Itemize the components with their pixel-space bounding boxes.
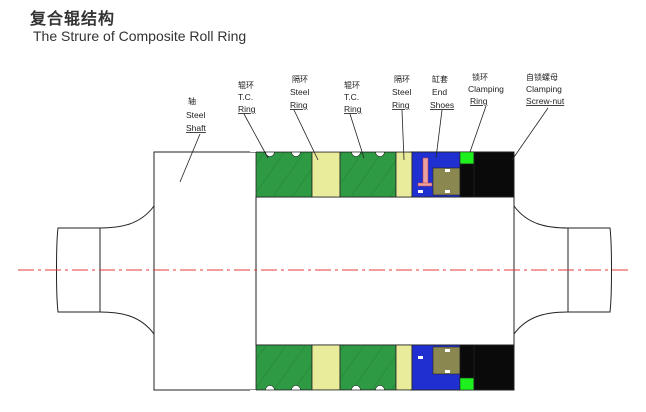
svg-text:End: End xyxy=(432,87,447,97)
svg-text:Ring: Ring xyxy=(290,100,308,110)
page-title-en: The Strure of Composite Roll Ring xyxy=(33,28,247,44)
svg-text:T.C.: T.C. xyxy=(344,92,359,102)
svg-text:锁环: 锁环 xyxy=(472,72,488,82)
clamping-ring-top xyxy=(459,151,475,165)
svg-text:Shoes: Shoes xyxy=(430,100,454,110)
label-steel-ring-2: 隔环 Steel Ring xyxy=(392,75,411,110)
svg-text:自锁螺母: 自锁螺母 xyxy=(526,72,558,82)
svg-text:Clamping: Clamping xyxy=(526,84,562,94)
page-title-zh: 复合辊结构 xyxy=(30,9,116,28)
clamping-nut-top xyxy=(473,151,515,198)
svg-text:Ring: Ring xyxy=(392,100,410,110)
svg-text:Shaft: Shaft xyxy=(186,123,206,133)
svg-text:Ring: Ring xyxy=(470,96,488,106)
label-steel-shaft: 轴 Steel Shaft xyxy=(186,96,206,133)
svg-text:隔环: 隔环 xyxy=(292,75,308,84)
label-steel-ring-1: 隔环 Steel Ring xyxy=(290,75,309,110)
svg-text:隔环: 隔环 xyxy=(394,75,410,84)
leader-lines xyxy=(179,105,549,183)
svg-text:Steel: Steel xyxy=(186,110,205,120)
top-ring-stack xyxy=(250,140,515,198)
svg-text:缸套: 缸套 xyxy=(432,74,448,84)
svg-text:Screw-nut: Screw-nut xyxy=(526,96,565,106)
steel-ring-2-bottom xyxy=(395,344,413,391)
svg-text:辊环: 辊环 xyxy=(344,80,360,90)
svg-text:Steel: Steel xyxy=(290,87,309,97)
svg-text:辊环: 辊环 xyxy=(238,80,254,90)
svg-text:T.C.: T.C. xyxy=(238,92,253,102)
svg-text:Steel: Steel xyxy=(392,87,411,97)
steel-ring-1-top xyxy=(311,151,341,198)
label-tc-ring-2: 辊环 T.C. Ring xyxy=(344,80,362,114)
steel-ring-1-bottom xyxy=(311,344,341,391)
clamping-ring-bottom xyxy=(459,377,475,391)
bottom-ring-stack xyxy=(250,344,515,402)
svg-text:Ring: Ring xyxy=(238,104,256,114)
svg-text:轴: 轴 xyxy=(188,96,196,106)
label-end-shoes: 缸套 End Shoes xyxy=(430,74,454,110)
label-clamping-nut: 自锁螺母 Clamping Screw-nut xyxy=(526,72,565,106)
svg-text:Ring: Ring xyxy=(344,104,362,114)
label-clamping-ring: 锁环 Clamping Ring xyxy=(468,72,504,106)
clamping-nut-bottom xyxy=(473,344,515,391)
svg-text:Clamping: Clamping xyxy=(468,84,504,94)
label-tc-ring-1: 辊环 T.C. Ring xyxy=(238,80,256,114)
